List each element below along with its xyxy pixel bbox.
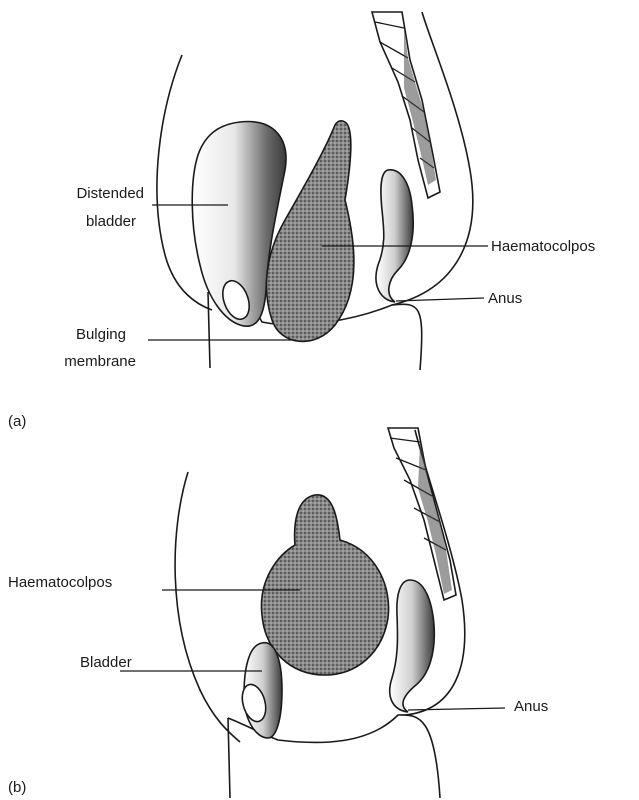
label-membrane: membrane: [64, 353, 136, 370]
label-bladder-a: bladder: [86, 213, 136, 230]
sacrum-a: [372, 12, 440, 198]
label-haematocolpos-b: Haematocolpos: [8, 574, 112, 591]
label-bladder-b: Bladder: [80, 654, 132, 671]
rectum-b: [390, 580, 435, 712]
haematocolpos-b: [261, 495, 388, 675]
label-haematocolpos-a: Haematocolpos: [491, 238, 595, 255]
leader-anus-b: [408, 708, 505, 710]
panel-b: Haematocolpos Bladder Anus (b): [8, 428, 548, 798]
body-outline-front-b: [175, 472, 240, 742]
panel-a: Distended bladder Haematocolpos Anus Bul…: [8, 12, 595, 430]
panel-tag-b: (b): [8, 779, 26, 796]
label-bulging: Bulging: [76, 326, 126, 343]
panel-tag-a: (a): [8, 413, 26, 430]
rectum-a: [376, 170, 413, 302]
label-distended: Distended: [76, 185, 144, 202]
label-anus-a: Anus: [488, 290, 522, 307]
label-anus-b: Anus: [514, 698, 548, 715]
sacrum-b: [388, 428, 456, 600]
